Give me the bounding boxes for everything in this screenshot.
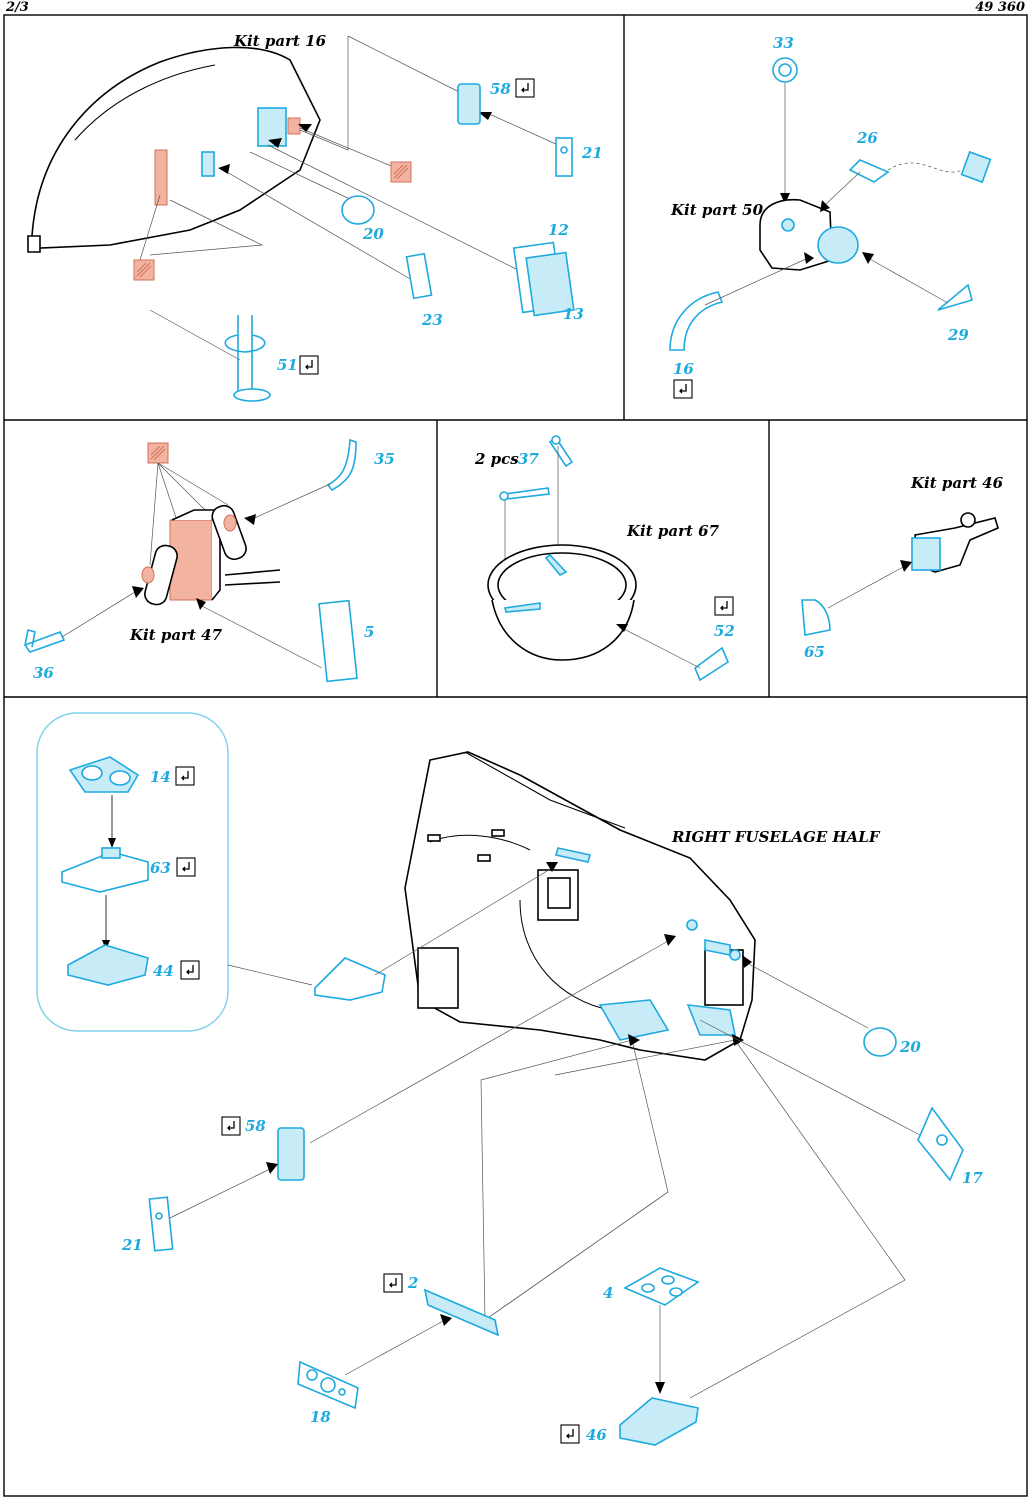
- panel-kit-part-16: Kit part 16 58 21 20 12: [27, 32, 603, 402]
- part-13-number: 13: [563, 305, 584, 323]
- part-35-handle: [326, 438, 357, 492]
- part-14-number: 14: [150, 768, 171, 786]
- part-58-block: [277, 1127, 305, 1181]
- subassembly-inset: [36, 712, 229, 1032]
- part-2-number: 2: [407, 1274, 418, 1292]
- part-26-shape: [848, 159, 890, 183]
- part-5-number: 5: [364, 623, 374, 641]
- fuselage-title: RIGHT FUSELAGE HALF: [671, 828, 881, 846]
- panel-borders: [3, 14, 1028, 1497]
- part-51-stand: [224, 315, 266, 395]
- kit-part-16-outline: [31, 46, 321, 249]
- part-12-number: 12: [548, 221, 569, 239]
- kit-part-16-label: Kit part 16: [233, 32, 327, 50]
- panel-kit-part-46: Kit part 46 65: [801, 474, 1004, 661]
- part-29-shape: [937, 283, 973, 311]
- part-52-number: 52: [714, 622, 735, 640]
- part-21-plate: [148, 1196, 174, 1252]
- kit-part-50-outline: [759, 198, 833, 271]
- panel-kit-part-47: 35 36 Kit part 47 5: [23, 438, 395, 683]
- bend-fold-icon: [299, 355, 319, 375]
- set-number: 49 360: [975, 0, 1025, 15]
- part-21-plate: [555, 137, 573, 177]
- fuselage-outline: [404, 751, 756, 1061]
- part-2-bracket: [423, 1288, 500, 1337]
- part-51-number: 51: [277, 356, 298, 374]
- painted-panel: [154, 149, 168, 206]
- part-5-plate: [318, 599, 358, 683]
- kit-part-47-label: Kit part 47: [129, 626, 223, 644]
- part-20-number: 20: [899, 1038, 921, 1056]
- panel-right-fuselage-half: 14 63 44 RIGHT FUSELAGE HALF: [36, 712, 983, 1446]
- part-4-plate: [623, 1267, 700, 1306]
- bend-fold-icon: [560, 1424, 580, 1444]
- part-26-placed: [960, 150, 992, 184]
- part-35-number: 35: [374, 450, 395, 468]
- part-13-panel: [525, 251, 575, 317]
- part-20-lens: [863, 1027, 897, 1057]
- panel-kit-part-50: 33 Kit part 50 26 29 16: [669, 34, 992, 399]
- part-52-bracket: [694, 646, 730, 682]
- part-36-handle: [23, 628, 66, 653]
- part-37-number: 37: [518, 450, 539, 468]
- page-number: 2/3: [6, 0, 29, 15]
- part-20-lens: [341, 195, 375, 225]
- part-17-number: 17: [962, 1169, 983, 1187]
- part-29-number: 29: [947, 326, 969, 344]
- bend-fold-icon: [175, 766, 195, 786]
- part-23-plate: [405, 252, 433, 300]
- part-21-number: 21: [581, 144, 603, 162]
- part-18-number: 18: [310, 1408, 331, 1426]
- mounted-dome: [817, 226, 859, 264]
- part-20-number: 20: [362, 225, 384, 243]
- bend-fold-icon: [180, 960, 200, 980]
- part-58-block: [457, 83, 481, 125]
- bend-fold-icon: [221, 1116, 241, 1136]
- part-33-number: 33: [773, 34, 794, 52]
- part-16-strip: [669, 291, 724, 351]
- part-44-seat: [67, 944, 149, 986]
- part-44-number: 44: [153, 962, 174, 980]
- part-36-number: 36: [33, 664, 54, 682]
- bend-fold-icon: [176, 857, 196, 877]
- placed-part-65: [911, 537, 941, 571]
- part-23-number: 23: [421, 311, 443, 329]
- bend-fold-icon: [515, 78, 535, 98]
- assembled-seat: [314, 957, 386, 1001]
- part-37-pin-2: [504, 487, 550, 500]
- kit-part-67-label: Kit part 67: [626, 522, 720, 540]
- part-46-box: [619, 1397, 699, 1446]
- part-4-number: 4: [603, 1284, 613, 1302]
- kit-part-46-label: Kit part 46: [910, 474, 1004, 492]
- bend-fold-icon: [673, 379, 693, 399]
- part-58-number: 58: [245, 1117, 266, 1135]
- paint-swatch-icon: [390, 161, 412, 183]
- paint-swatch-icon: [133, 259, 155, 281]
- part-26-number: 26: [856, 129, 878, 147]
- bend-fold-icon: [383, 1273, 403, 1293]
- panel-kit-part-67: 2 pcs 37 Kit part 67 52: [474, 435, 735, 682]
- part-21-number: 21: [121, 1236, 143, 1254]
- qty-label: 2 pcs: [474, 450, 519, 468]
- part-46-number: 46: [586, 1426, 607, 1444]
- paint-swatch-icon: [147, 442, 169, 464]
- part-65-number: 65: [804, 643, 825, 661]
- part-58-number: 58: [490, 80, 511, 98]
- part-16-number: 16: [673, 360, 694, 378]
- part-63-number: 63: [150, 859, 171, 877]
- part-65-shape: [801, 599, 831, 636]
- placed-part: [201, 151, 215, 177]
- bend-fold-icon: [714, 596, 734, 616]
- kit-part-50-label: Kit part 50: [670, 201, 764, 219]
